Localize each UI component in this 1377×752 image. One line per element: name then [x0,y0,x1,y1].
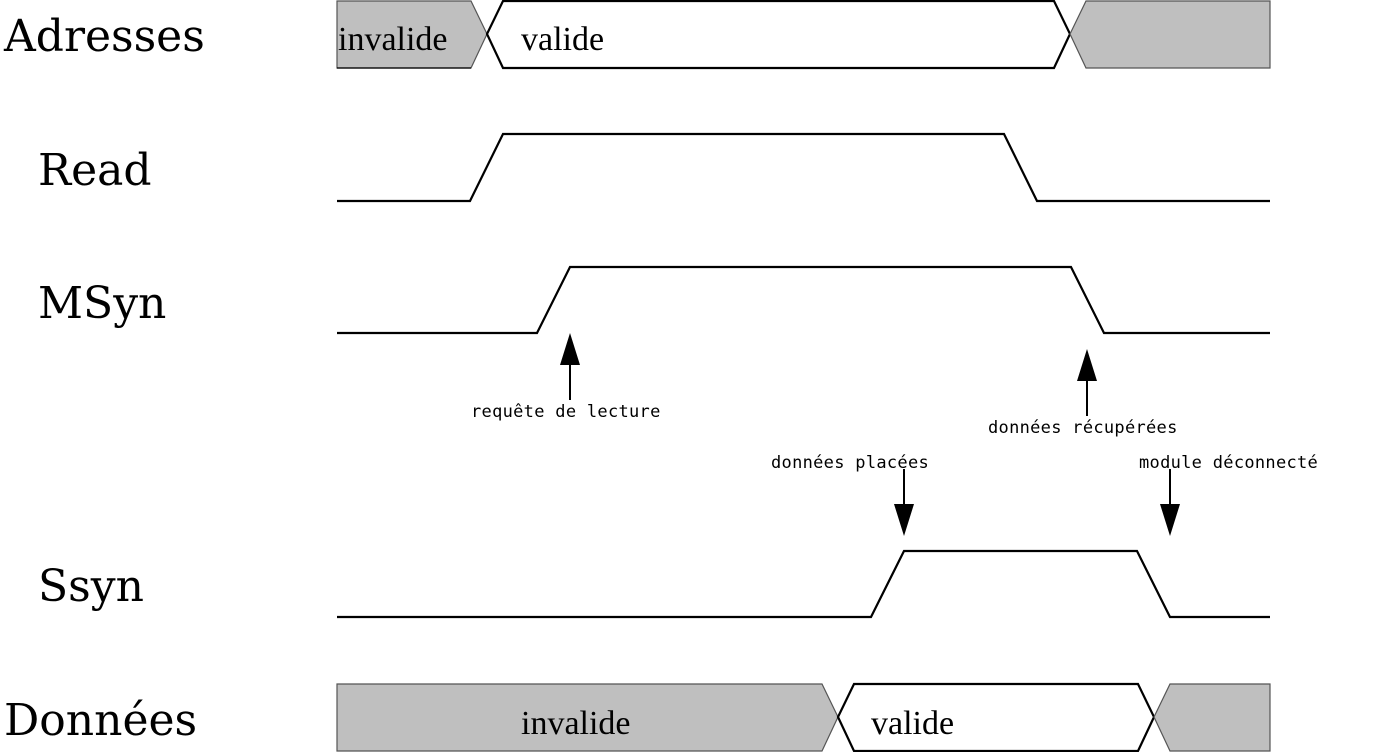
arrow-up-icon [1077,349,1097,381]
waveform-msyn [337,265,1270,335]
bus-state-label: invalide [338,21,448,58]
bus-segment-invalid [336,0,488,69]
bus-segment-invalid [1153,683,1271,752]
annotation-recuperees: données récupérées [988,349,1178,438]
waveform-read [337,132,1270,203]
bus-segment-invalid [336,683,839,752]
annotation-requete: requête de lecture [471,333,661,422]
bus-state-label: invalide [521,705,631,742]
annotation-text: requête de lecture [471,402,661,422]
bus-state-label: valide [871,705,954,742]
arrow-down-icon [894,504,914,536]
annotation-placees: données placées [771,453,929,536]
bus-state-label: valide [521,21,604,58]
annotation-text: données placées [771,453,929,473]
arrow-up-icon [560,333,580,365]
signal-label-donnees: Données [4,695,197,746]
signal-label-read: Read [38,145,152,196]
signal-label-msyn: MSyn [38,278,166,329]
annotation-text: données récupérées [988,418,1178,438]
annotation-deconnecte: module déconnecté [1139,453,1318,536]
bus-donnees: invalide valide [336,682,1271,752]
annotation-text: module déconnecté [1139,453,1318,473]
bus-adresses: invalide valide [336,0,1271,70]
arrow-down-icon [1160,504,1180,536]
signal-label-ssyn: Ssyn [38,561,144,612]
bus-segment-invalid [1069,0,1271,69]
signal-label-adresses: Adresses [3,11,205,62]
waveform-ssyn [337,549,1270,619]
